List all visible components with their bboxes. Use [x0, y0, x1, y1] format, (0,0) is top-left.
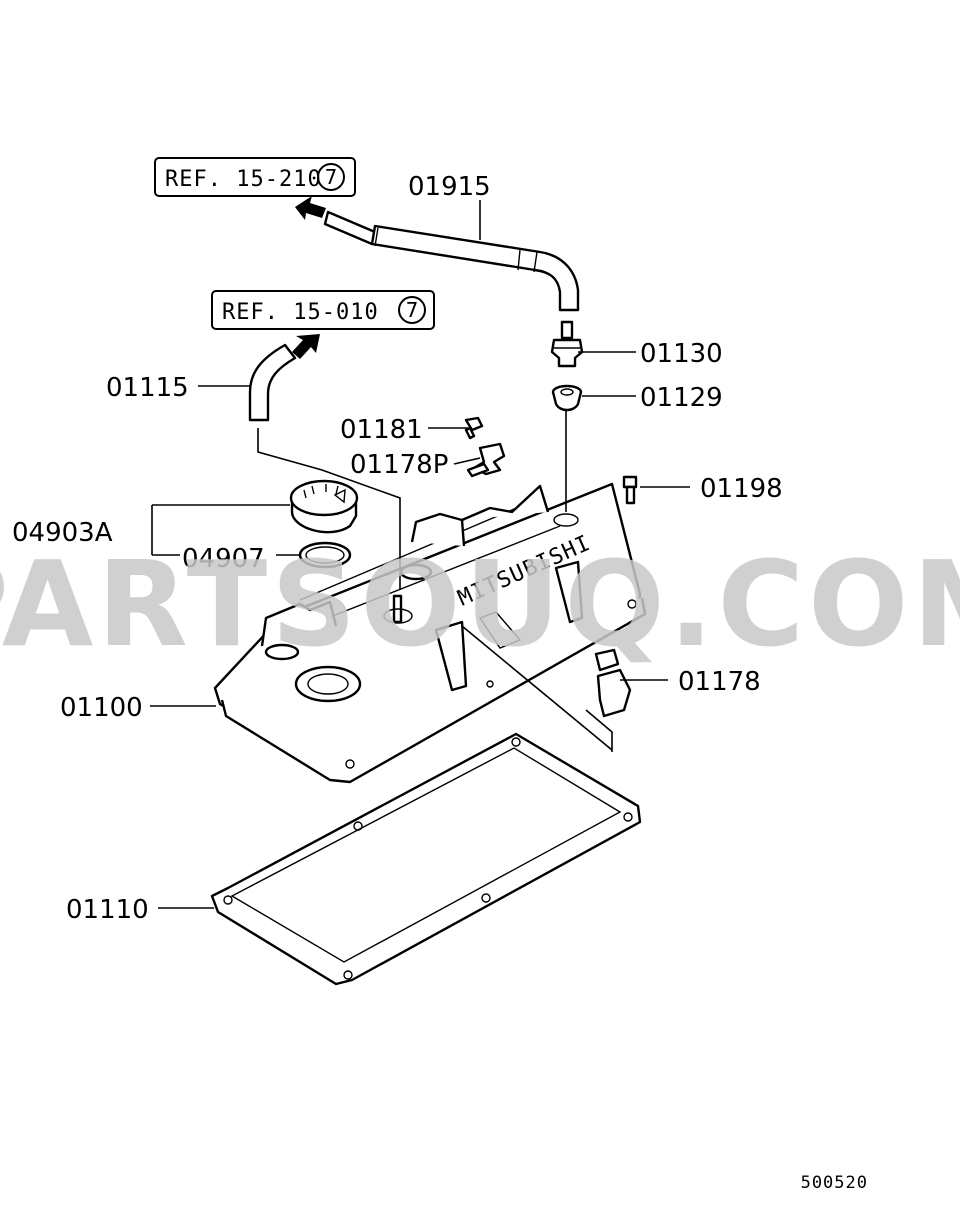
label-04907[interactable]: 04907 [182, 544, 265, 574]
ref-box-15-010[interactable]: REF. 15-010 7 [211, 290, 435, 330]
label-01181[interactable]: 01181 [340, 415, 423, 445]
label-01915[interactable]: 01915 [408, 172, 491, 202]
ref-box-15-210[interactable]: REF. 15-210 7 [154, 157, 356, 197]
label-01110[interactable]: 01110 [66, 895, 149, 925]
label-01100[interactable]: 01100 [60, 693, 143, 723]
label-01129[interactable]: 01129 [640, 383, 723, 413]
clip-01178P[interactable] [466, 442, 506, 478]
label-01178P[interactable]: 01178P [350, 450, 448, 480]
gasket-01110[interactable] [210, 732, 642, 986]
oil-cap-04903A[interactable] [289, 479, 359, 534]
label-01115[interactable]: 01115 [106, 373, 189, 403]
bolt-01181[interactable] [464, 416, 484, 440]
rocker-cover-01100[interactable]: MITSUBISHI [213, 482, 647, 784]
label-01198[interactable]: 01198 [700, 474, 783, 504]
ref-circle-icon [398, 296, 426, 324]
diagram-code: 500520 [801, 1173, 868, 1193]
label-01178[interactable]: 01178 [678, 667, 761, 697]
arrow-icon-to-15-210 [295, 196, 326, 220]
arrow-icon-to-15-010 [292, 334, 320, 359]
label-01130[interactable]: 01130 [640, 339, 723, 369]
pcv-valve-01130[interactable] [550, 320, 584, 368]
ref-text-15-010: REF. 15-010 [222, 300, 379, 325]
ref-text-15-210: REF. 15-210 [165, 167, 322, 192]
hose-01915[interactable] [323, 210, 580, 312]
watermark-text: PARTSOUQ.COM [0, 535, 960, 673]
grommet-01129[interactable] [551, 384, 583, 412]
ref-circle-icon [317, 163, 345, 191]
bolt-01198[interactable] [622, 475, 638, 505]
ref-num-15-010: 7 [406, 298, 419, 322]
ref-num-15-210: 7 [325, 165, 338, 189]
leader-lines [150, 200, 690, 909]
hose-01115[interactable] [248, 343, 297, 422]
label-04903A[interactable]: 04903A [12, 518, 113, 548]
clip-01178[interactable] [594, 648, 632, 718]
